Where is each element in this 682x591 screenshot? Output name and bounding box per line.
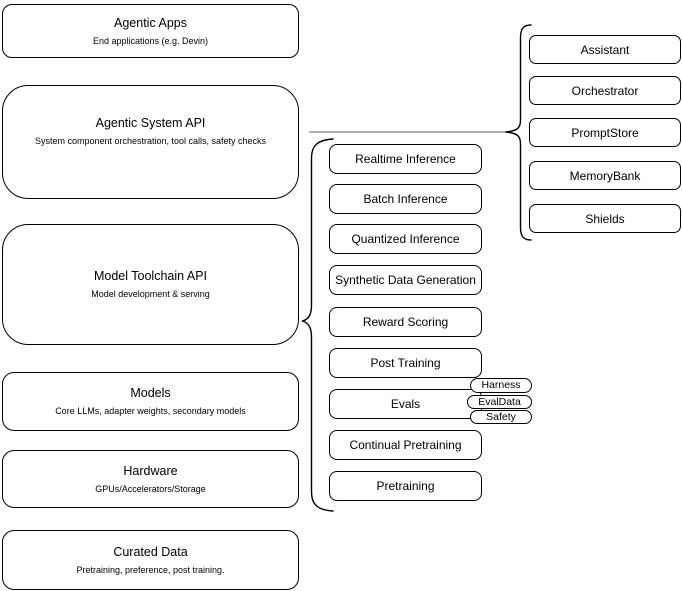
- layer-agentic-system-api: Agentic System API System component orch…: [2, 85, 299, 199]
- toolchain-box-label: Post Training: [370, 356, 441, 370]
- component-box-label: Orchestrator: [571, 83, 639, 98]
- component-box-label: Shields: [585, 211, 625, 226]
- eval-tag-harness: Harness: [470, 378, 532, 393]
- toolchain-box-post-training: Post Training: [329, 348, 482, 378]
- toolchain-box-label: Synthetic Data Generation: [335, 273, 476, 287]
- layer-models: Models Core LLMs, adapter weights, secon…: [2, 372, 299, 431]
- eval-tag-label: Safety: [486, 410, 516, 423]
- toolchain-box-realtime-inference: Realtime Inference: [329, 144, 482, 174]
- toolchain-box-batch-inference: Batch Inference: [329, 184, 482, 214]
- toolchain-box-label: Pretraining: [376, 479, 435, 493]
- toolchain-box-evals: Evals: [329, 389, 482, 419]
- layer-curated-data: Curated Data Pretraining, preference, po…: [2, 530, 299, 590]
- layer-title: Agentic Apps: [114, 15, 187, 30]
- component-box-promptstore: PromptStore: [529, 118, 681, 147]
- layer-subtitle: End applications (e.g. Devin): [92, 35, 209, 46]
- layer-title: Model Toolchain API: [93, 269, 208, 283]
- component-box-memorybank: MemoryBank: [529, 161, 681, 190]
- toolchain-box-continual-pretraining: Continual Pretraining: [329, 430, 482, 460]
- layer-hardware: Hardware GPUs/Accelerators/Storage: [2, 450, 299, 508]
- system-components-brace: [505, 24, 532, 241]
- eval-tag-label: Harness: [481, 379, 521, 392]
- eval-tag-safety: Safety: [470, 410, 532, 424]
- component-box-shields: Shields: [529, 204, 681, 233]
- toolchain-box-label: Realtime Inference: [355, 152, 456, 166]
- component-box-orchestrator: Orchestrator: [529, 76, 681, 105]
- component-box-label: PromptStore: [571, 125, 639, 140]
- eval-tag-label: EvalData: [478, 395, 521, 408]
- layer-subtitle: Pretraining, preference, post training.: [76, 564, 225, 575]
- toolchain-box-label: Evals: [390, 397, 421, 411]
- layer-model-toolchain-api: Model Toolchain API Model development & …: [2, 224, 299, 345]
- toolchain-box-label: Reward Scoring: [362, 315, 449, 329]
- layer-subtitle: System component orchestration, tool cal…: [34, 135, 267, 146]
- toolchain-box-pretraining: Pretraining: [329, 471, 482, 501]
- toolchain-box-synthetic-data-generation: Synthetic Data Generation: [329, 265, 482, 295]
- eval-tag-evaldata: EvalData: [467, 395, 532, 409]
- toolchain-box-label: Batch Inference: [363, 192, 448, 206]
- component-box-assistant: Assistant: [529, 35, 681, 64]
- toolchain-box-reward-scoring: Reward Scoring: [329, 307, 482, 337]
- layer-subtitle: GPUs/Accelerators/Storage: [95, 483, 206, 494]
- layer-agentic-apps: Agentic Apps End applications (e.g. Devi…: [2, 4, 299, 58]
- layer-subtitle: Model development & serving: [91, 289, 210, 299]
- component-box-label: Assistant: [580, 42, 630, 57]
- toolchain-box-quantized-inference: Quantized Inference: [329, 224, 482, 254]
- layer-title: Curated Data: [113, 544, 188, 559]
- layer-title: Agentic System API: [95, 115, 206, 130]
- layer-title: Models: [130, 386, 171, 400]
- toolchain-box-label: Quantized Inference: [351, 232, 460, 246]
- layer-title: Hardware: [123, 463, 178, 478]
- toolchain-box-label: Continual Pretraining: [349, 438, 462, 452]
- component-box-label: MemoryBank: [569, 168, 641, 183]
- layer-subtitle: Core LLMs, adapter weights, secondary mo…: [55, 406, 246, 416]
